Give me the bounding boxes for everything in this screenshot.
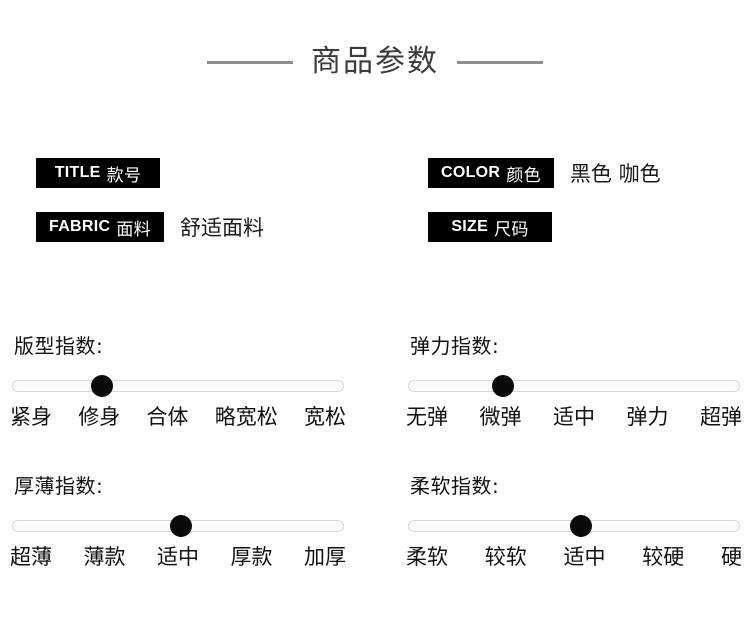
slider-elasticity-scale-item: 超弹 [700, 405, 742, 429]
slider-thickness: 厚薄指数: 超薄 薄款 适中 厚款 加厚 [8, 470, 348, 570]
slider-elasticity-title: 弹力指数: [410, 334, 500, 358]
slider-elasticity-knob[interactable] [491, 375, 514, 397]
slider-softness-knob[interactable] [569, 515, 592, 537]
slider-softness-track-wrap[interactable] [408, 515, 740, 537]
section-header: 商品参数 [0, 36, 750, 88]
slider-fit-scale-item: 紧身 [10, 405, 52, 429]
header-rule-left [207, 60, 293, 64]
slider-fit-knob[interactable] [90, 375, 113, 397]
slider-thickness-scale-item: 加厚 [304, 545, 346, 569]
slider-fit-scale: 紧身 修身 合体 略宽松 宽松 [10, 404, 346, 430]
slider-elasticity-scale: 无弹 微弹 适中 弹力 超弹 [406, 404, 742, 430]
spec-value-fabric: 舒适面料 [179, 216, 264, 240]
slider-elasticity-scale-item: 微弹 [479, 405, 522, 429]
slider-fit-scale-item: 合体 [146, 405, 189, 429]
slider-softness: 柔软指数: 柔软 较软 适中 较硬 硬 [404, 470, 744, 570]
slider-elasticity-scale-item: 弹力 [626, 405, 669, 429]
slider-softness-scale-item: 较硬 [642, 545, 685, 569]
slider-elasticity-track[interactable] [408, 380, 740, 392]
slider-softness-title: 柔软指数: [410, 474, 500, 498]
slider-fit-track-wrap[interactable] [12, 375, 344, 397]
slider-softness-scale-item: 适中 [563, 545, 606, 569]
slider-thickness-scale-item: 适中 [157, 545, 199, 569]
slider-softness-scale: 柔软 较软 适中 较硬 硬 [406, 544, 742, 570]
spec-tag-title-en: TITLE [54, 164, 101, 181]
slider-softness-scale-item: 较软 [484, 545, 527, 569]
slider-thickness-track-wrap[interactable] [12, 515, 344, 537]
slider-elasticity-track-wrap[interactable] [408, 375, 740, 397]
spec-tag-color-en: COLOR [441, 164, 501, 181]
slider-softness-scale-item: 硬 [721, 545, 742, 569]
slider-elasticity-scale-item: 适中 [553, 405, 595, 429]
page-title: 商品参数 [311, 44, 439, 79]
spec-row-fabric: FABRIC 面料 舒适面料 [36, 212, 264, 242]
slider-fit-track[interactable] [12, 380, 344, 392]
spec-tag-fabric-cn: 面料 [116, 219, 151, 240]
spec-row-size: SIZE 尺码 [428, 212, 568, 242]
slider-thickness-scale-item: 薄款 [83, 545, 126, 569]
slider-thickness-scale-item: 超薄 [10, 545, 52, 569]
spec-tag-fabric: FABRIC 面料 [36, 212, 164, 242]
slider-elasticity-scale-item: 无弹 [406, 405, 448, 429]
spec-row-title: TITLE 款号 [36, 158, 176, 188]
spec-tag-title: TITLE 款号 [36, 158, 160, 188]
spec-value-color: 黑色 咖色 [569, 162, 661, 186]
slider-fit-title: 版型指数: [14, 334, 104, 358]
slider-thickness-title: 厚薄指数: [14, 474, 104, 498]
spec-tag-size: SIZE 尺码 [428, 212, 552, 242]
spec-tag-size-en: SIZE [451, 218, 489, 235]
spec-tag-title-cn: 款号 [106, 165, 142, 186]
spec-list: TITLE 款号 FABRIC 面料 舒适面料 COLOR 颜色 黑色 咖色 S… [0, 158, 750, 278]
slider-fit-scale-item: 略宽松 [214, 405, 278, 429]
spec-tag-fabric-en: FABRIC [49, 218, 111, 235]
slider-softness-scale-item: 柔软 [406, 545, 448, 569]
slider-thickness-scale: 超薄 薄款 适中 厚款 加厚 [10, 544, 346, 570]
slider-fit: 版型指数: 紧身 修身 合体 略宽松 宽松 [8, 330, 348, 430]
slider-thickness-scale-item: 厚款 [230, 545, 273, 569]
slider-fit-scale-item: 宽松 [304, 405, 346, 429]
spec-row-color: COLOR 颜色 黑色 咖色 [428, 158, 661, 188]
slider-fit-scale-item: 修身 [78, 405, 121, 429]
spec-tag-size-cn: 尺码 [494, 219, 529, 240]
header-rule-right [457, 60, 543, 64]
spec-tag-color: COLOR 颜色 [428, 158, 554, 188]
spec-tag-color-cn: 颜色 [506, 165, 541, 186]
slider-thickness-knob[interactable] [170, 515, 193, 537]
slider-elasticity: 弹力指数: 无弹 微弹 适中 弹力 超弹 [404, 330, 744, 430]
